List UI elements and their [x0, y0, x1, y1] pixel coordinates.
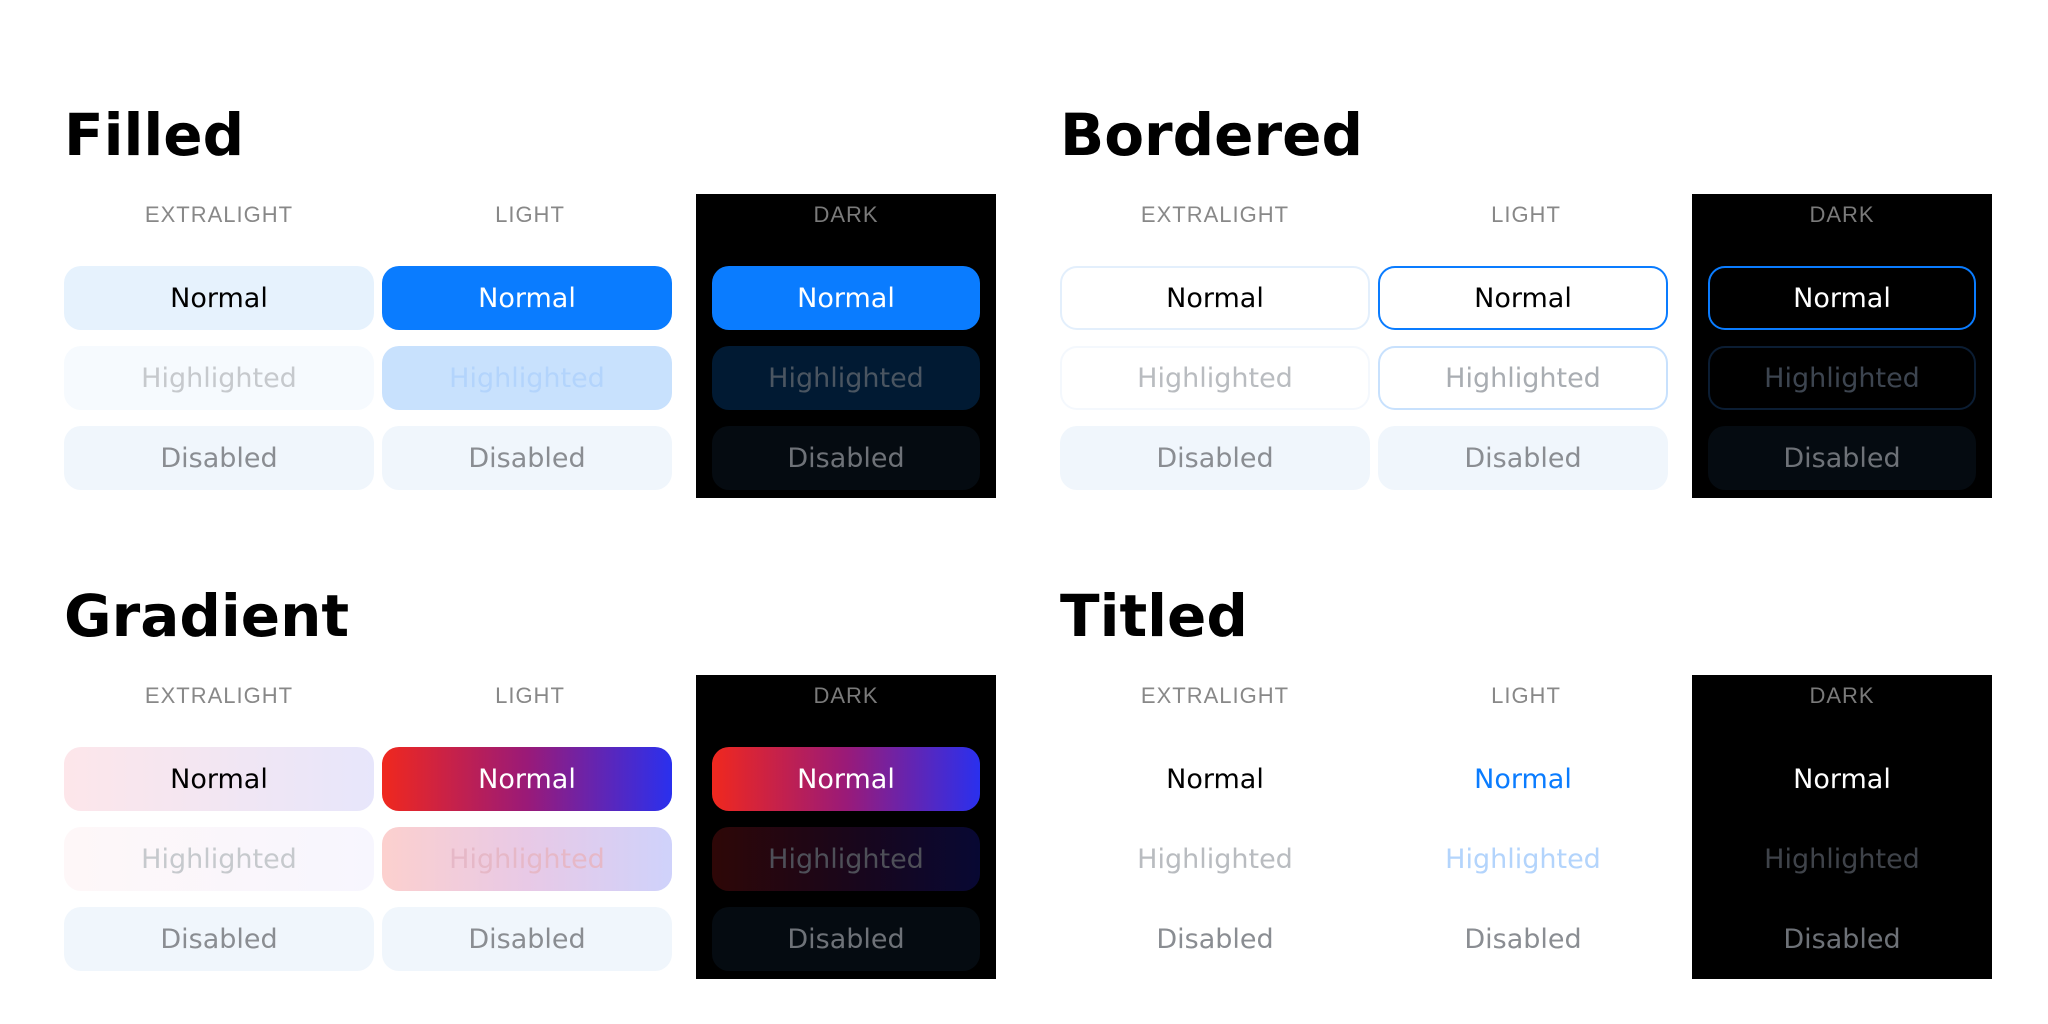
column-label: LIGHT — [1491, 202, 1561, 227]
column-extralight: EXTRALIGHT Normal Highlighted Disabled — [64, 194, 374, 498]
normal-button[interactable]: Normal — [1060, 266, 1370, 330]
column-dark: DARK Normal Highlighted Disabled — [696, 675, 996, 979]
normal-button[interactable]: Normal — [1708, 266, 1976, 330]
normal-button[interactable]: Normal — [712, 747, 980, 811]
normal-button[interactable]: Normal — [1378, 266, 1668, 330]
column-dark: DARK Normal Highlighted Disabled — [1692, 675, 1992, 979]
disabled-button: Disabled — [1060, 426, 1370, 490]
disabled-button: Disabled — [712, 907, 980, 971]
normal-button[interactable]: Normal — [64, 747, 374, 811]
highlighted-button[interactable]: Highlighted — [1137, 843, 1293, 875]
section-title: Bordered — [1060, 101, 1363, 169]
normal-button[interactable]: Normal — [1166, 763, 1264, 795]
highlighted-button[interactable]: Highlighted — [1060, 346, 1370, 410]
disabled-button: Disabled — [1708, 426, 1976, 490]
highlighted-button[interactable]: Highlighted — [1445, 843, 1601, 875]
disabled-button: Disabled — [1156, 923, 1274, 955]
normal-button[interactable]: Normal — [1474, 763, 1572, 795]
disabled-button: Disabled — [1783, 923, 1901, 955]
section-title: Titled — [1060, 582, 1248, 650]
highlighted-button[interactable]: Highlighted — [712, 827, 980, 891]
section-title: Filled — [64, 101, 245, 169]
column-extralight: EXTRALIGHT Normal Highlighted Disabled — [64, 675, 374, 979]
highlighted-button[interactable]: Highlighted — [64, 346, 374, 410]
column-label: EXTRALIGHT — [144, 683, 294, 708]
normal-button[interactable]: Normal — [1793, 763, 1891, 795]
highlighted-button[interactable]: Highlighted — [382, 827, 672, 891]
column-label: DARK — [813, 202, 879, 227]
section-titled: Titled EXTRALIGHT Normal Highlighted Dis… — [1060, 581, 1992, 1024]
column-light: LIGHT Normal Highlighted Disabled — [378, 194, 682, 498]
highlighted-button[interactable]: Highlighted — [64, 827, 374, 891]
column-light: LIGHT Normal Highlighted Disabled — [378, 675, 682, 979]
disabled-button: Disabled — [1464, 923, 1582, 955]
section-filled: Filled EXTRALIGHT Normal Highlighted Dis… — [64, 100, 996, 560]
highlighted-button[interactable]: Highlighted — [712, 346, 980, 410]
disabled-button: Disabled — [712, 426, 980, 490]
disabled-button: Disabled — [64, 426, 374, 490]
column-label: LIGHT — [495, 202, 565, 227]
highlighted-button[interactable]: Highlighted — [1378, 346, 1668, 410]
normal-button[interactable]: Normal — [712, 266, 980, 330]
column-light: LIGHT Normal Highlighted Disabled — [1374, 675, 1678, 979]
highlighted-button[interactable]: Highlighted — [382, 346, 672, 410]
column-label: EXTRALIGHT — [1140, 202, 1290, 227]
column-dark: DARK Normal Highlighted Disabled — [1692, 194, 1992, 498]
normal-button[interactable]: Normal — [382, 747, 672, 811]
section-gradient: Gradient EXTRALIGHT Normal Highlighted D… — [64, 581, 996, 1024]
column-label: LIGHT — [1491, 683, 1561, 708]
highlighted-button[interactable]: Highlighted — [1708, 346, 1976, 410]
disabled-button: Disabled — [382, 907, 672, 971]
disabled-button: Disabled — [1378, 426, 1668, 490]
section-bordered: Bordered EXTRALIGHT Normal Highlighted D… — [1060, 100, 1992, 560]
highlighted-button[interactable]: Highlighted — [1764, 843, 1920, 875]
column-extralight: EXTRALIGHT Normal Highlighted Disabled — [1060, 194, 1370, 498]
column-dark: DARK Normal Highlighted Disabled — [696, 194, 996, 498]
disabled-button: Disabled — [64, 907, 374, 971]
normal-button[interactable]: Normal — [382, 266, 672, 330]
column-extralight: EXTRALIGHT Normal Highlighted Disabled — [1060, 675, 1370, 979]
column-light: LIGHT Normal Highlighted Disabled — [1374, 194, 1678, 498]
section-title: Gradient — [64, 582, 350, 650]
column-label: EXTRALIGHT — [1140, 683, 1290, 708]
column-label: DARK — [1809, 202, 1875, 227]
normal-button[interactable]: Normal — [64, 266, 374, 330]
column-label: LIGHT — [495, 683, 565, 708]
disabled-button: Disabled — [382, 426, 672, 490]
column-label: EXTRALIGHT — [144, 202, 294, 227]
column-label: DARK — [1809, 683, 1875, 708]
column-label: DARK — [813, 683, 879, 708]
